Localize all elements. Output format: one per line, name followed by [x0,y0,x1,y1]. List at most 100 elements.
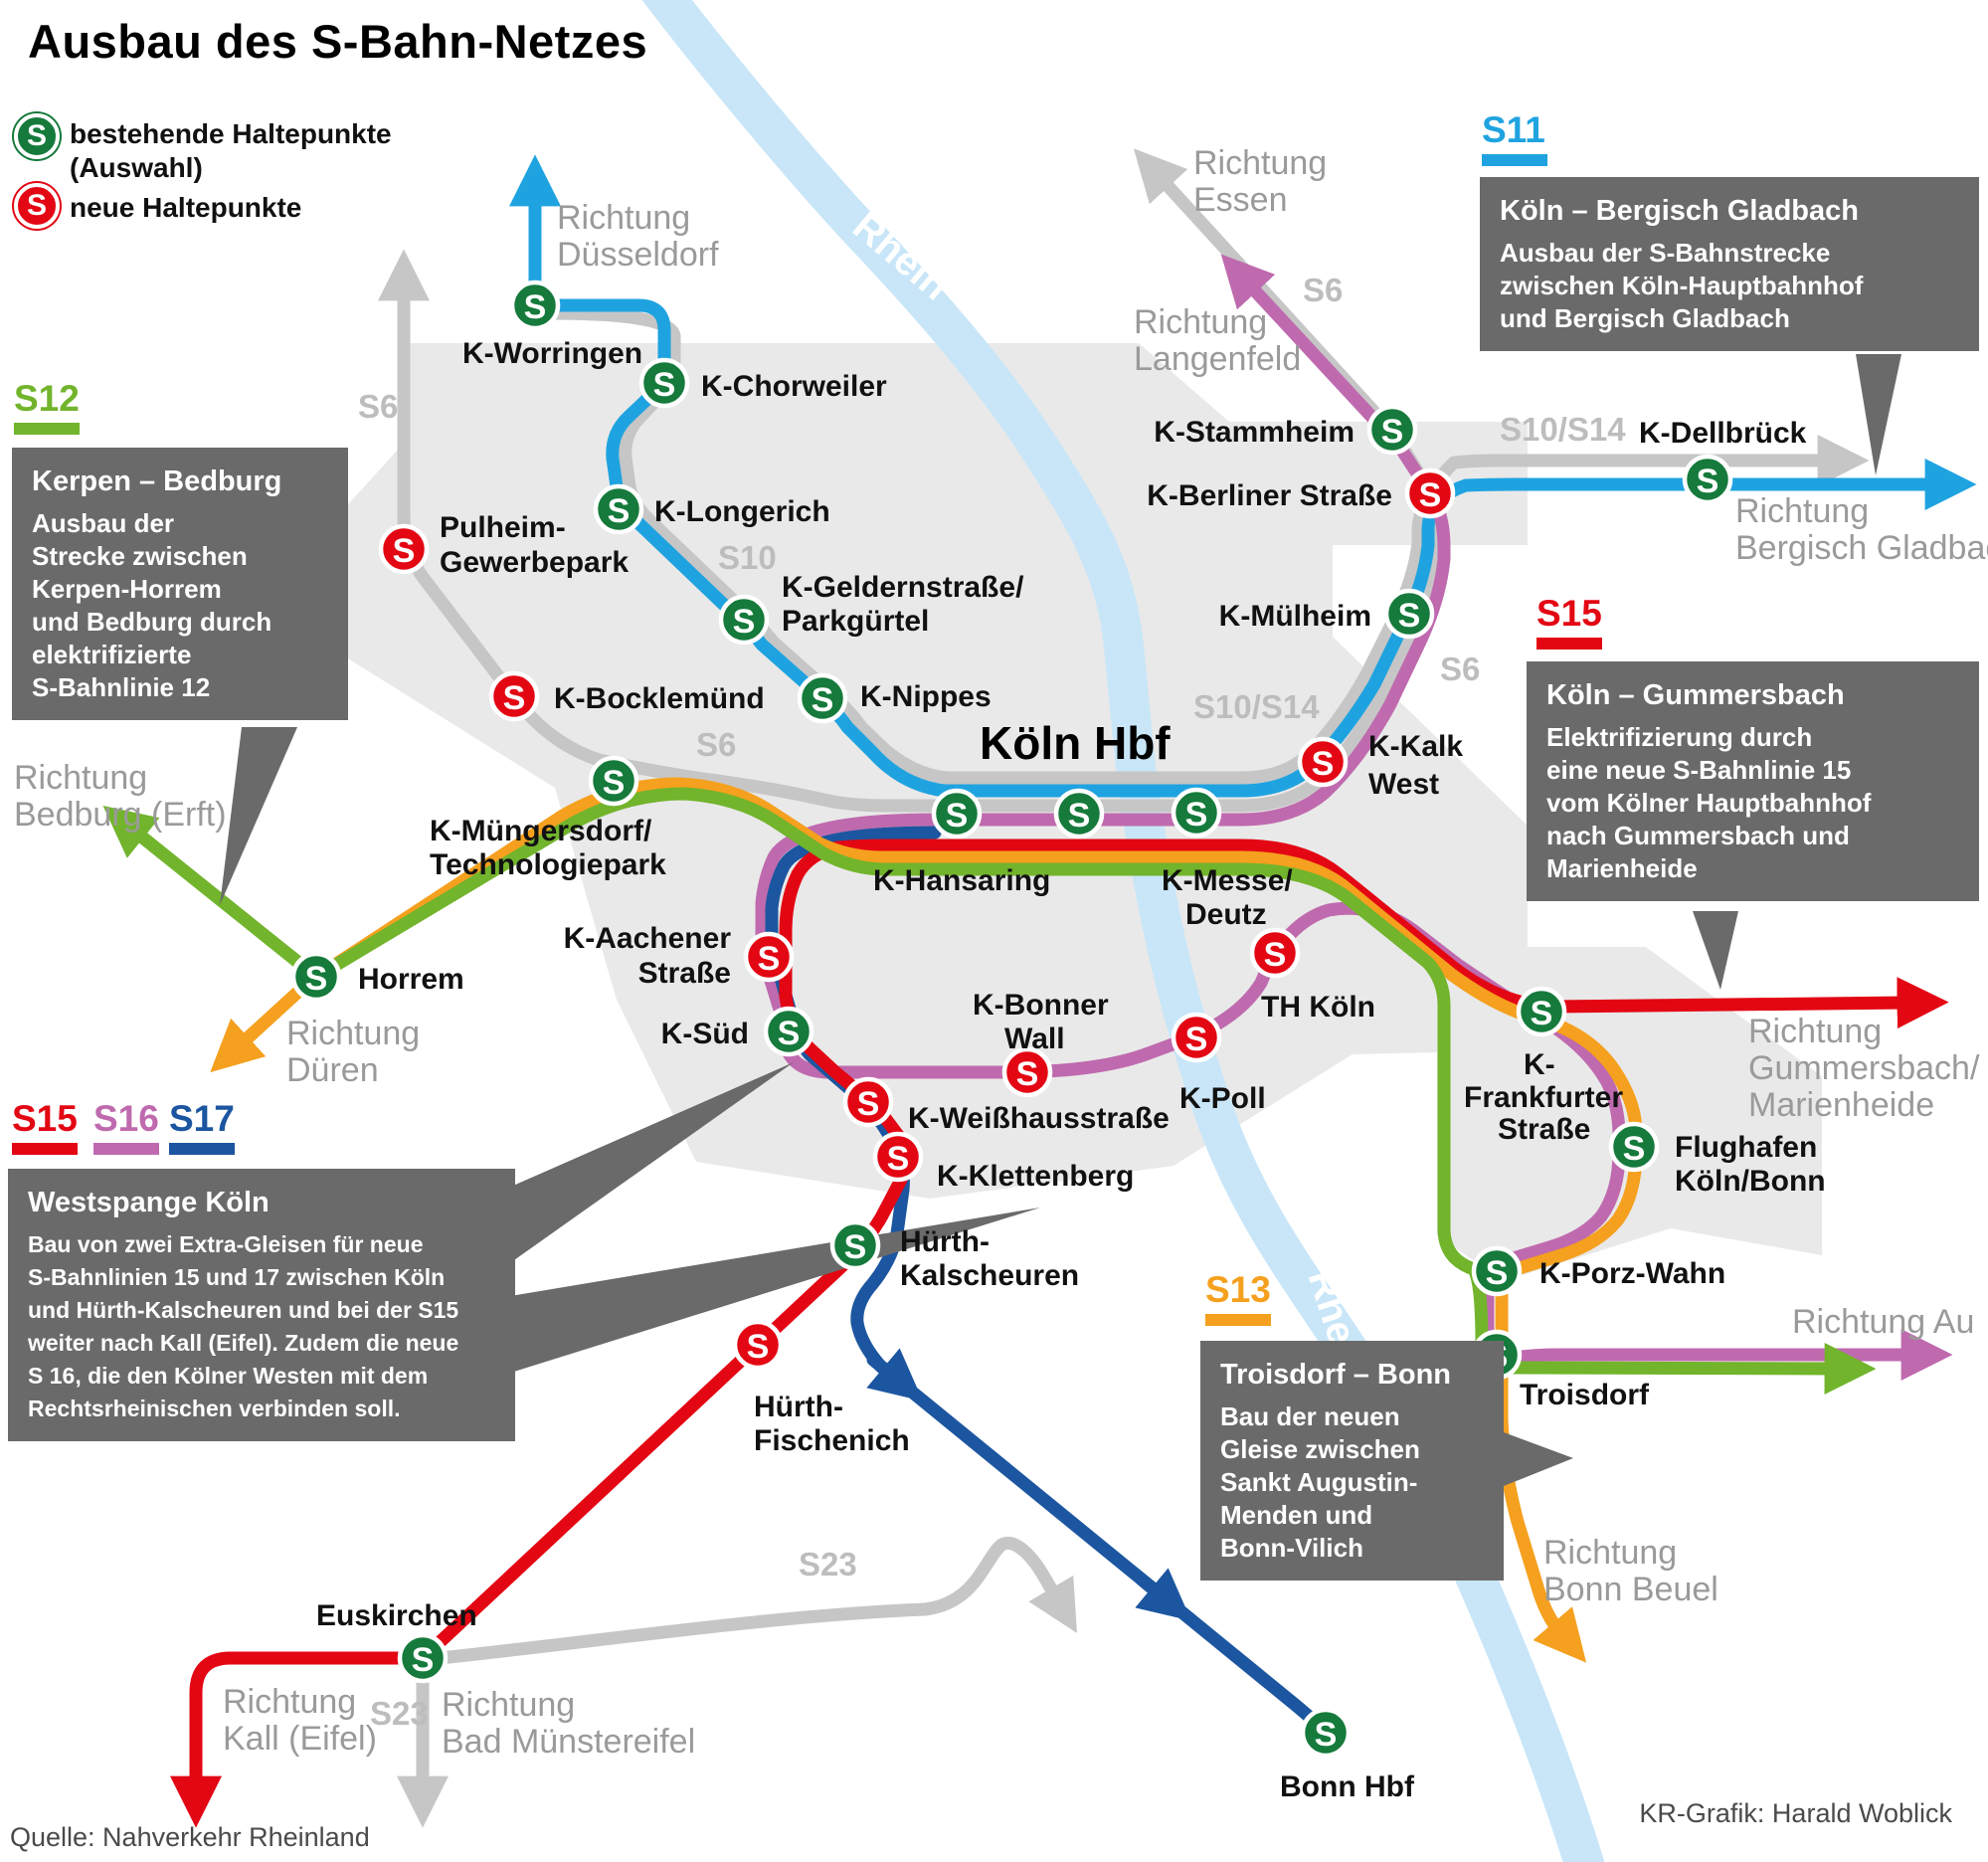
station-label-k-muengersdorf-technologiepark: Technologiepark [430,848,666,881]
line-chip-underline [1536,638,1602,650]
station-k-sued: S [763,1006,814,1057]
callout-body-line: Sankt Augustin- [1220,1467,1418,1497]
station-label-k-porz-wahn: K-Porz-Wahn [1539,1257,1725,1290]
direction-label-bedburg: Bedburg (Erft) [14,796,227,834]
station-badge-circle [1404,467,1456,519]
station-label-huerth-fischenich: Fischenich [754,1424,910,1457]
station-badge-circle [872,1131,924,1183]
station-k-weisshausstrasse: S [842,1076,894,1128]
callout-body-line: Ausbau der [32,508,175,538]
callout-body-line: Menden und [1220,1500,1373,1530]
line-chip-s12: S12 [14,380,80,435]
station-label-k-bonner-wall: Wall [1004,1023,1065,1055]
station-badge-circle [638,357,690,409]
line-chip-s15: S15 [12,1100,78,1155]
direction-label-bedburg: Richtung [14,759,147,797]
callout-body-line: Elektrifizierung durch [1546,722,1813,752]
line-code-label: S23 [799,1546,857,1583]
line-chip-underline [169,1143,235,1155]
station-k-worringen: S [509,279,561,331]
station-badge-circle [488,670,540,722]
station-badge-circle [1471,1245,1523,1297]
station-k-dellbrueck: S [1682,454,1733,505]
station-k-longerich: S [593,483,644,535]
callout-body-line: Bonn-Vilich [1220,1533,1363,1563]
station-badge-circle [1171,1012,1222,1063]
line-chip-s13: S13 [1205,1271,1271,1326]
station-k-stammheim: S [1366,404,1418,456]
direction-label-bonn-beuel: Bonn Beuel [1543,1571,1718,1608]
s-bahn-logo: S [747,1328,770,1366]
line-code-label: S6 [1440,651,1480,687]
s-bahn-logo: S [812,681,834,719]
s-bahn-logo: S [844,1228,867,1266]
callout-body-line: elektrifizierte [32,640,192,669]
callout-title: Troisdorf – Bonn [1220,1359,1451,1391]
station-k-muelheim: S [1383,588,1435,640]
callout-body-line: S-Bahnlinie 12 [32,672,211,702]
station-k-chorweiler: S [638,357,690,409]
callout-pointer-s15 [1693,911,1738,990]
station-bonn-hbf: S [1300,1707,1352,1759]
s-bahn-logo: S [1312,745,1335,783]
station-badge-circle [1366,404,1418,456]
line-s6-west-essen [378,148,1443,813]
s-bahn-logo: S [1381,413,1404,451]
station-label-k-klettenberg: K-Klettenberg [937,1160,1134,1193]
s-bahn-logo: S [503,679,526,717]
graphic-credit: KR-Grafik: Harald Woblick [1639,1798,1952,1828]
station-label-k-frankfurter-strasse: K- [1524,1048,1555,1081]
station-label-k-frankfurter-strasse: Straße [1498,1113,1590,1146]
station-label-euskirchen: Euskirchen [316,1599,477,1632]
s-bahn-logo: S [603,764,626,802]
s-bahn-logo: S [857,1085,880,1123]
s-bahn-logo: S [1623,1130,1646,1168]
s-bahn-logo: S [1016,1055,1039,1093]
station-label-k-berliner-strasse: K-Berliner Straße [1147,479,1392,512]
station-badge-circle [1171,787,1222,838]
station-huerth-fischenich: S [732,1319,784,1371]
callout-body-line: nach Gummersbach und [1546,821,1850,850]
station-label-k-aachener-strasse: K-Aachener [564,922,732,955]
callout-pointers [220,354,1901,1486]
station-k-muengersdorf-technologiepark: S [588,755,639,807]
station-badge-circle [1383,588,1435,640]
station-k-porz-wahn: S [1471,1245,1523,1297]
station-k-kalk-west: S [1297,736,1349,788]
station-label-k-geldernstrasse-parkguertel: Parkgürtel [782,605,929,638]
callout-pointer-s11 [1856,354,1901,475]
koeln-hbf-label: Köln Hbf [980,717,1171,769]
callout-body-line: Kerpen-Horrem [32,574,222,604]
station-th-koeln: S [1249,927,1301,979]
direction-label-kall: Richtung [223,1683,356,1721]
s-bahn-logo: S [1531,995,1553,1032]
s-bahn-logo: S [1068,797,1091,835]
station-label-k-poll: K-Poll [1179,1082,1266,1115]
page-title: Ausbau des S-Bahn-Netzes [28,15,648,68]
line-chip-label: S16 [93,1098,159,1139]
line-code-label: S6 [696,726,736,763]
legend-existing-line1: bestehende Haltepunkte [70,118,392,149]
station-euskirchen: S [397,1632,449,1684]
s-bahn-logo: S [653,366,676,404]
callout-body-line: Marienheide [1546,853,1698,883]
direction-label-bonn-beuel: Richtung [1543,1534,1677,1572]
direction-label-kall: Kall (Eifel) [223,1720,377,1758]
direction-label-duesseldorf: Düsseldorf [557,236,719,274]
line-chip-label: S15 [12,1098,78,1139]
station-badge-circle [931,788,983,839]
existing-station-icon: S [14,113,60,159]
callout-body-line: zwischen Köln-Hauptbahnhof [1500,271,1864,300]
station-badge-circle [842,1076,894,1128]
s-bahn-logo: S [1486,1254,1509,1292]
s-bahn-logo: S [305,960,328,998]
line-chip-label: S13 [1205,1269,1271,1310]
station-label-k-bocklemuend: K-Bocklemünd [554,682,765,715]
station-badge-circle [718,594,770,646]
station-label-k-muelheim: K-Mülheim [1219,600,1371,633]
direction-label-bad-muenstereifel: Bad Münstereifel [442,1723,695,1761]
line-chip-label: S17 [169,1098,235,1139]
station-k-frankfurter-strasse: S [1516,986,1567,1037]
